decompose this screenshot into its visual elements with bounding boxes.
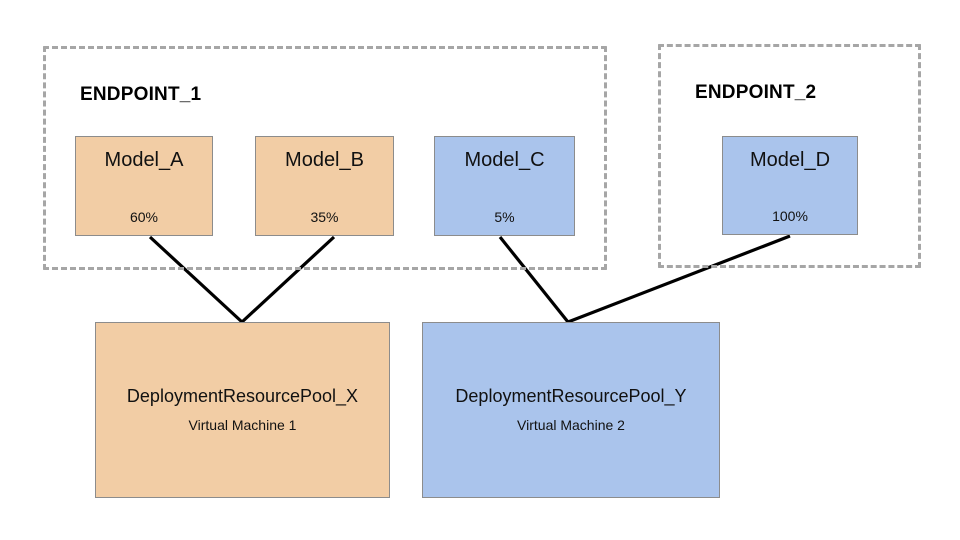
pool-box-deploymentresourcepool-x[interactable]: DeploymentResourcePool_X Virtual Machine… [95,322,390,498]
model-box-model-a[interactable]: Model_A 60% [75,136,213,236]
model-name-model-b: Model_B [285,149,364,171]
pool-title-deploymentresourcepool-y: DeploymentResourcePool_Y [455,385,687,406]
pool-subtitle-virtual-machine-1: Virtual Machine 1 [188,417,297,434]
model-traffic-split-model-b: 35% [310,209,339,225]
group-label-endpoint-1: ENDPOINT_1 [80,84,202,105]
model-box-model-c[interactable]: Model_C 5% [434,136,575,236]
model-box-model-d[interactable]: Model_D 100% [722,136,858,235]
group-label-endpoint-2: ENDPOINT_2 [695,82,817,103]
group-box-endpoint-2 [658,44,921,268]
model-traffic-split-model-a: 60% [129,209,159,225]
model-box-model-b[interactable]: Model_B 35% [255,136,394,236]
model-traffic-split-model-c: 5% [494,209,515,225]
model-traffic-split-model-d: 100% [772,208,808,224]
model-name-model-d: Model_D [749,149,831,171]
pool-box-deploymentresourcepool-y[interactable]: DeploymentResourcePool_Y Virtual Machine… [422,322,720,498]
group-box-endpoint-1 [43,46,607,270]
pool-subtitle-virtual-machine-2: Virtual Machine 2 [517,417,625,434]
pool-title-deploymentresourcepool-x: DeploymentResourcePool_X [126,385,359,406]
model-name-model-a: Model_A [104,149,184,171]
model-name-model-c: Model_C [464,149,545,171]
